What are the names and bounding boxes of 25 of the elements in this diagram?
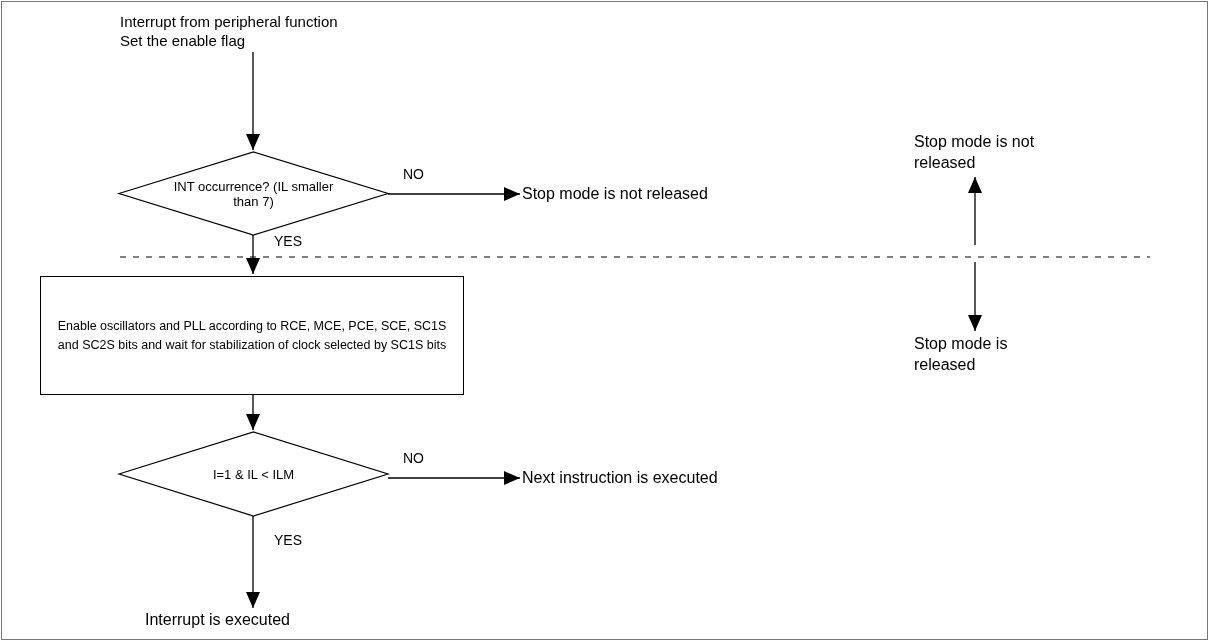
node-text: Enable oscillators and PLL according to RCE, MCE, PCE, SCE, SC1S and SC2S bits and wait for stabilization of clock selected by SC1S bits bbox=[56, 317, 448, 354]
node-text: Stop mode is not released bbox=[914, 132, 1036, 173]
process-box bbox=[40, 276, 464, 395]
decision-diamond bbox=[119, 432, 388, 516]
node-text: Interrupt from peripheral function bbox=[120, 12, 338, 31]
node-text: Set the enable flag bbox=[120, 31, 246, 50]
arrow bbox=[246, 515, 260, 609]
edge-label: NO bbox=[403, 450, 424, 466]
arrow bbox=[246, 394, 260, 431]
node-text: I=1 & IL < ILM bbox=[212, 465, 295, 484]
node-text: Stop mode is not released bbox=[522, 184, 708, 204]
arrow bbox=[968, 261, 982, 332]
node-text: Next instruction is executed bbox=[522, 468, 718, 488]
node-text: Stop mode is released bbox=[914, 334, 1009, 375]
node-text: INT occurrence? (IL smaller than 7) bbox=[172, 178, 335, 209]
arrow bbox=[387, 471, 521, 485]
edge-label: YES bbox=[274, 532, 302, 548]
node-text: Interrupt is executed bbox=[145, 610, 290, 630]
decision-diamond bbox=[119, 152, 388, 235]
edge-label: NO bbox=[403, 166, 424, 182]
arrow bbox=[387, 187, 521, 201]
arrow bbox=[968, 176, 982, 246]
arrow bbox=[246, 51, 260, 151]
arrow bbox=[246, 234, 260, 275]
edge-label: YES bbox=[274, 233, 302, 249]
